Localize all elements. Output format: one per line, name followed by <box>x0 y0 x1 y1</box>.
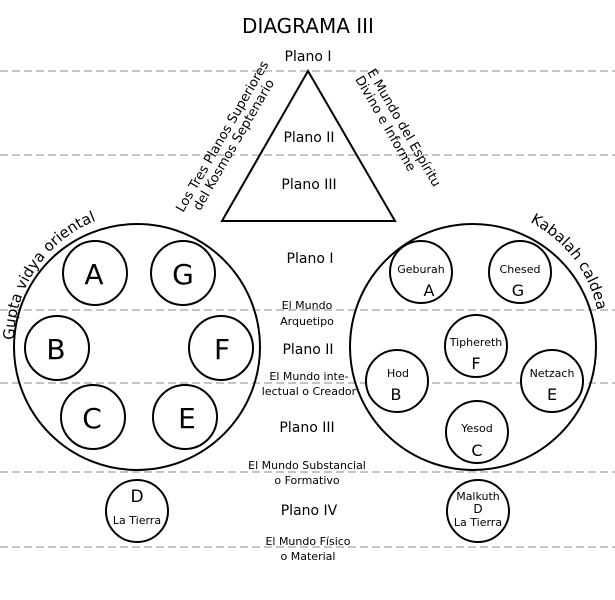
right-label-line1: E Mundo del Espíritu <box>364 67 444 190</box>
mundo-material-line2: o Material <box>281 550 336 563</box>
center-plano-4: Plano IV <box>281 503 338 519</box>
netzach-name: Netzach <box>530 367 575 380</box>
left-earth-letter: D <box>130 487 143 507</box>
mundo-creador-line1: El Mundo inte- <box>269 370 348 383</box>
mundo-arquetipo-line2: Arquetipo <box>280 315 334 328</box>
malkuth-sub: La Tierra <box>454 516 502 529</box>
triangle-plano-2: Plano II <box>283 130 334 146</box>
center-plano-2: Plano II <box>282 342 333 358</box>
left-letter-b: B <box>46 333 65 366</box>
malkuth-letter: D <box>473 502 482 516</box>
hod-letter: B <box>391 385 402 404</box>
sephira-netzach: Netzach E <box>520 349 584 413</box>
right-system-circle <box>349 223 597 471</box>
left-circle-c: C <box>60 384 126 450</box>
left-circle-g: G <box>150 240 216 306</box>
mundo-material-line1: El Mundo Físico <box>265 535 350 548</box>
left-letter-g: G <box>172 258 194 291</box>
tiphereth-letter: F <box>471 354 480 373</box>
left-earth-circle: D La Tierra <box>105 479 169 543</box>
mundo-arquetipo-line1: El Mundo <box>282 299 333 312</box>
tiphereth-name: Tiphereth <box>449 336 503 349</box>
left-circle-f: F <box>188 315 254 381</box>
upper-triangle <box>220 68 397 222</box>
left-letter-a: A <box>84 258 103 291</box>
yesod-name: Yesod <box>460 422 492 435</box>
yesod-letter: C <box>471 441 482 460</box>
mundo-formativo-line1: El Mundo Substancial <box>248 459 366 472</box>
triangle-plano-3: Plano III <box>281 177 336 193</box>
malkuth-name: Malkuth <box>456 490 500 503</box>
left-circle-e: E <box>152 384 218 450</box>
sephira-geburah: Geburah A <box>389 240 453 304</box>
diagram-title: DIAGRAMA III <box>242 14 374 38</box>
sephira-tiphereth: Tiphereth F <box>444 314 508 378</box>
right-triangle-label: E Mundo del Espíritu Divino e Informe <box>351 67 444 190</box>
center-plano-3: Plano III <box>279 420 334 436</box>
left-label-line1: Los Tres Planos Superiores <box>173 58 272 215</box>
left-circle-a: A <box>62 240 128 306</box>
left-letter-f: F <box>214 333 230 366</box>
left-earth-name: La Tierra <box>113 514 161 527</box>
netzach-letter: E <box>547 385 557 404</box>
sephira-malkuth: Malkuth D La Tierra <box>446 479 510 543</box>
hod-name: Hod <box>387 367 409 380</box>
chesed-letter: G <box>512 281 524 300</box>
left-letter-c: C <box>82 402 102 435</box>
left-circle-b: B <box>24 315 90 381</box>
sephira-yesod: Yesod C <box>445 400 509 464</box>
geburah-name: Geburah <box>397 263 445 276</box>
left-letter-e: E <box>178 402 196 435</box>
mundo-formativo-line2: o Formativo <box>274 474 340 487</box>
sephira-chesed: Chesed G <box>488 240 552 304</box>
center-plano-1: Plano I <box>287 251 334 267</box>
mundo-creador-line2: lectual o Creador <box>262 385 357 398</box>
sephira-hod: Hod B <box>365 349 429 413</box>
geburah-letter: A <box>424 281 435 300</box>
chesed-name: Chesed <box>500 263 541 276</box>
left-system-circle <box>13 223 261 471</box>
triangle-plano-1: Plano I <box>285 49 332 65</box>
